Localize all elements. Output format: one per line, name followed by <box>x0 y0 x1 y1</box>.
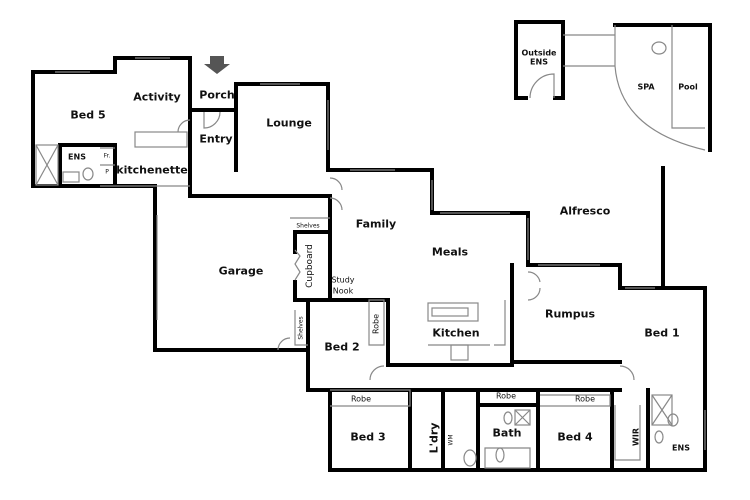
pantry-label: P <box>105 168 109 176</box>
wall-bed5-wing <box>31 56 192 167</box>
pool-outline <box>563 25 706 151</box>
room-ens-bed1: ENS <box>672 443 690 453</box>
room-outside-ens-1: Outside <box>521 48 557 58</box>
wall-pool <box>613 23 712 152</box>
room-bed3: Bed 3 <box>350 430 386 444</box>
room-bed2: Bed 2 <box>324 340 360 354</box>
room-bath: Bath <box>492 426 522 440</box>
bath-tub <box>484 447 531 469</box>
window <box>55 57 706 450</box>
room-bed5: Bed 5 <box>70 108 106 122</box>
robe-bath: Robe <box>495 391 517 401</box>
room-family: Family <box>355 217 397 231</box>
wall-outside-ens <box>514 20 565 100</box>
wall-bed2 <box>306 298 390 367</box>
room-rumpus: Rumpus <box>544 307 596 321</box>
cupboard-label: Cupboard <box>305 244 315 288</box>
room-outside-ens-2: ENS <box>530 57 548 67</box>
washing-machine-label: WM <box>447 434 455 446</box>
room-porch: Porch <box>199 88 235 102</box>
room-lounge: Lounge <box>266 116 312 130</box>
study-nook-1: Study <box>331 275 355 285</box>
room-entry: Entry <box>199 132 233 146</box>
room-ens-bed5: ENS <box>68 152 86 162</box>
door-swing <box>177 73 635 381</box>
room-laundry: L'dry <box>427 422 441 454</box>
shelves-bottom: Shelves <box>297 316 305 340</box>
room-garage: Garage <box>218 264 264 278</box>
room-spa: SPA <box>637 82 655 92</box>
room-pool: Pool <box>678 82 698 92</box>
robe-bed4: Robe <box>574 394 596 404</box>
room-wir: WIR <box>631 428 641 446</box>
room-kitchen: Kitchen <box>432 326 480 340</box>
study-nook-2: Nook <box>332 286 354 296</box>
robe-bed3: Robe <box>350 394 372 404</box>
fridge-label: Fr. <box>103 152 111 160</box>
room-activity: Activity <box>133 90 181 104</box>
down-arrow-icon <box>204 56 230 74</box>
room-meals: Meals <box>431 245 469 259</box>
room-bed4: Bed 4 <box>557 430 593 444</box>
room-bed1: Bed 1 <box>644 326 680 340</box>
kitchen-island <box>427 302 479 322</box>
robe-bed2: Robe <box>371 313 381 335</box>
shelves-top: Shelves <box>296 222 320 230</box>
room-kitchenette: kitchenette <box>116 163 188 177</box>
wall-rumpus <box>510 263 622 364</box>
room-alfresco: Alfresco <box>559 204 611 218</box>
